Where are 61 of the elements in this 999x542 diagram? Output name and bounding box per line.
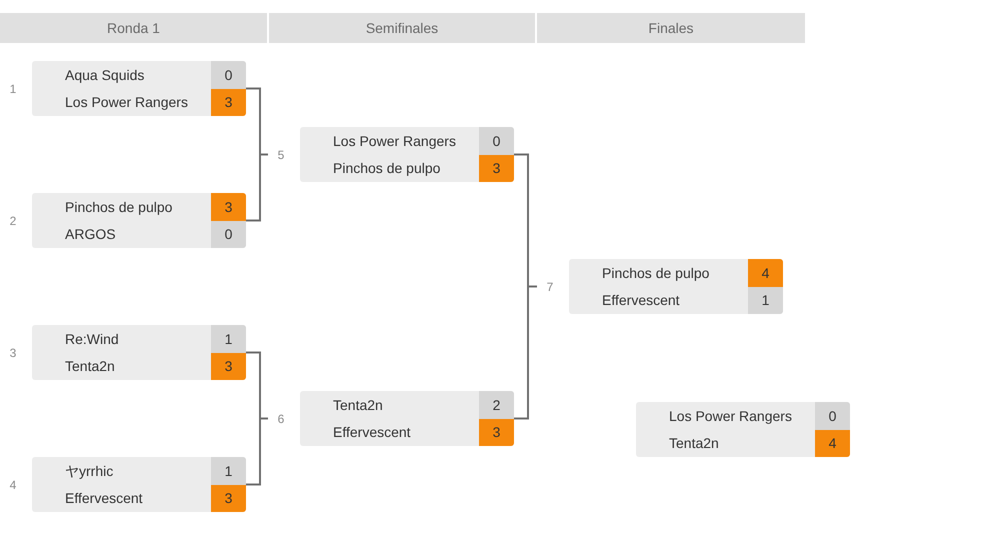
match-number: 4 bbox=[8, 478, 18, 492]
team-name: Pinchos de pulpo bbox=[333, 160, 440, 176]
score-cell: 3 bbox=[211, 88, 246, 116]
team-name: Effervescent bbox=[602, 292, 680, 308]
team-row bbox=[32, 61, 246, 88]
round-header: Ronda 1 bbox=[0, 13, 267, 43]
score-cell: 0 bbox=[815, 402, 850, 430]
score-cell: 0 bbox=[211, 220, 246, 248]
round-header: Semifinales bbox=[269, 13, 535, 43]
score-cell: 0 bbox=[211, 61, 246, 88]
team-name: Aqua Squids bbox=[65, 66, 144, 83]
match-number: 3 bbox=[8, 346, 18, 360]
team-name: Effervescent bbox=[333, 424, 411, 440]
round-header: Finales bbox=[537, 13, 805, 43]
match-number: 7 bbox=[546, 280, 554, 294]
team-name: Los Power Rangers bbox=[333, 132, 456, 149]
team-row bbox=[32, 325, 246, 352]
team-row bbox=[569, 259, 783, 286]
match-number: 5 bbox=[276, 148, 286, 162]
score-cell: 4 bbox=[748, 259, 783, 286]
team-name: Tenta2n bbox=[669, 435, 719, 452]
bracket-line bbox=[246, 418, 268, 486]
team-row bbox=[569, 286, 783, 314]
team-row bbox=[32, 484, 246, 512]
score-cell: 2 bbox=[479, 391, 514, 418]
score-cell: 4 bbox=[815, 430, 850, 457]
score-cell: 3 bbox=[479, 418, 514, 446]
score-cell: 3 bbox=[211, 484, 246, 512]
team-name: Pinchos de pulpo bbox=[602, 264, 710, 281]
score-cell: 1 bbox=[211, 457, 246, 484]
team-row bbox=[32, 352, 246, 380]
team-name: Los Power Rangers bbox=[669, 408, 792, 424]
team-row bbox=[636, 402, 850, 430]
match-number: 1 bbox=[8, 82, 18, 96]
team-name: Los Power Rangers bbox=[65, 94, 188, 110]
bracket-line bbox=[514, 286, 537, 420]
team-row bbox=[32, 193, 246, 220]
score-cell: 3 bbox=[211, 352, 246, 380]
team-name: ヤyrrhic bbox=[65, 462, 114, 479]
bracket-line bbox=[246, 154, 268, 222]
score-cell: 0 bbox=[479, 127, 514, 154]
match-number: 2 bbox=[8, 214, 18, 228]
team-row bbox=[32, 88, 246, 116]
team-row bbox=[300, 391, 514, 418]
team-row bbox=[300, 154, 514, 182]
score-cell: 3 bbox=[479, 154, 514, 182]
team-name: ARGOS bbox=[65, 226, 116, 242]
team-row bbox=[636, 430, 850, 457]
team-name: Re:Wind bbox=[65, 330, 119, 347]
team-name: Tenta2n bbox=[65, 358, 115, 374]
team-row bbox=[32, 220, 246, 248]
team-name: Effervescent bbox=[65, 490, 143, 506]
team-name: Tenta2n bbox=[333, 396, 383, 413]
score-cell: 3 bbox=[211, 193, 246, 220]
team-row bbox=[300, 127, 514, 154]
team-row bbox=[300, 418, 514, 446]
team-row bbox=[32, 457, 246, 484]
score-cell: 1 bbox=[211, 325, 246, 352]
team-name: Pinchos de pulpo bbox=[65, 198, 172, 215]
match-number: 6 bbox=[276, 412, 286, 426]
score-cell: 1 bbox=[748, 286, 783, 314]
